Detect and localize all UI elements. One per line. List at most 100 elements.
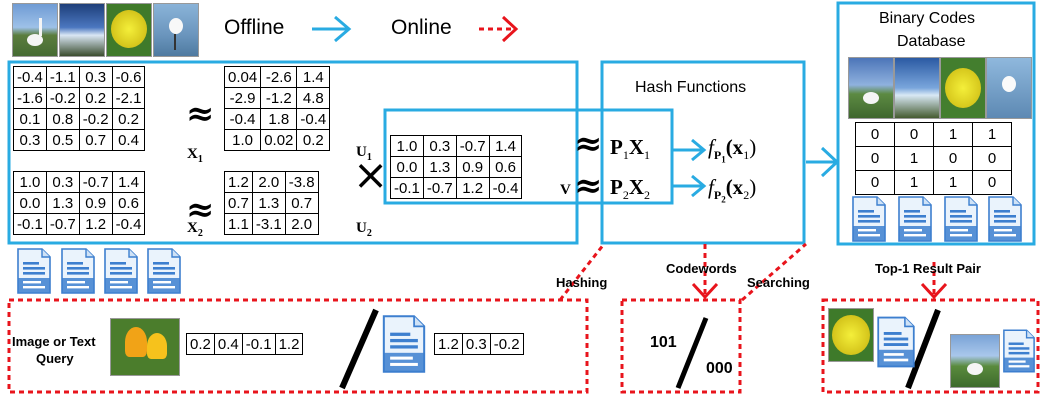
codeword-bottom: 000 [706,360,733,377]
query-image-vector-cell: 0.4 [213,333,243,355]
query-box [7,298,589,394]
binary-code-cell: 1 [933,170,973,195]
dataset-document-icon-1 [14,248,54,294]
x2-cell: -0.7 [78,171,113,193]
u2-cell: -3.8 [284,171,319,193]
query-image-vector-cell: 0.2 [186,333,215,355]
x1-cell: 0.3 [78,66,113,88]
approx-symbol-4: ≈ [574,166,603,206]
u2-cell: 2.0 [251,171,286,193]
v-cell: -0.1 [390,177,424,199]
binary-code-cell: 0 [855,122,895,147]
binary-code-cell: 1 [894,170,934,195]
online-legend-label: Online [391,16,452,39]
offline-legend-label: Offline [224,16,285,39]
hash-functions-box [600,60,806,245]
x1-cell: 0.5 [45,129,80,151]
top1-result-label: Top-1 Result Pair [875,261,981,276]
u1-cell: 0.02 [260,129,298,151]
u1-cell: 1.0 [223,129,262,151]
database-image-sky [894,57,940,119]
codewords-label: Codewords [666,261,737,276]
database-document-icon-3 [940,196,982,242]
query-image-vector-cell: 1.2 [274,333,304,355]
codeword-box [620,298,742,394]
searching-dashed-line [741,242,807,302]
u1-cell: 1.8 [260,108,298,130]
v-cell: 0.9 [455,156,490,178]
database-image-flower [940,57,986,119]
binary-code-cell: 1 [972,122,1012,147]
u2-cell: 1.2 [224,171,253,193]
u2-cell: -3.1 [251,213,286,235]
v-cell: 1.3 [422,156,457,178]
x1-cell: 0.2 [78,87,113,109]
v-label: V [560,182,571,198]
hashing-dashed-line [558,243,606,301]
u2-cell: 2.0 [284,213,319,235]
database-image-swan [848,57,894,119]
x2-cell: 1.0 [13,171,47,193]
x2-cell: 0.6 [111,192,146,214]
u1-cell: 4.8 [296,87,331,109]
offline-matrix-box [7,60,579,245]
dataset-document-icon-3 [101,248,141,294]
x2-cell: 1.3 [45,192,80,214]
x2-cell: 0.3 [45,171,80,193]
approx-symbol-3: ≈ [574,124,603,164]
query-label-line2: Query [36,351,74,366]
v-cell: 1.0 [390,135,424,157]
result-document-icon-1 [876,316,916,368]
database-box [836,1,1036,246]
database-image-egret [986,57,1032,119]
query-document-icon [381,315,427,373]
x1-cell: 0.8 [45,108,80,130]
query-text-vector-cell: 0.3 [461,333,491,355]
database-title-line2: Database [897,33,966,50]
binary-code-cell: 0 [933,146,973,171]
database-title-line1: Binary Codes [879,10,976,27]
query-flower-image [110,318,180,376]
x2-cell: 0.0 [13,192,47,214]
x1-cell: 0.2 [111,108,146,130]
x2-cell: -0.7 [45,213,80,235]
u1-cell: -0.4 [296,108,331,130]
database-document-icon-2 [894,196,936,242]
x1-cell: 0.1 [13,108,47,130]
result-swan-image [950,334,1000,388]
x2-cell: 1.4 [111,171,146,193]
searching-label: Searching [747,275,810,290]
u1-cell: -2.6 [260,66,298,88]
database-document-icon-4 [984,196,1026,242]
u1-cell: -2.9 [223,87,262,109]
dataset-document-icon-2 [58,248,98,294]
x1-cell: -0.2 [78,108,113,130]
query-text-vector-cell: 1.2 [434,333,463,355]
v-cell: -0.4 [488,177,523,199]
v-cell: -0.7 [455,135,490,157]
arrow-to-f1 [672,138,707,162]
hash-function-2: fP2(x2) [708,175,757,205]
result-down-arrow [920,262,948,300]
x1-cell: 0.4 [111,129,146,151]
binary-code-cell: 1 [894,146,934,171]
x1-cell: -0.2 [45,87,80,109]
x1-cell: -1.1 [45,66,80,88]
